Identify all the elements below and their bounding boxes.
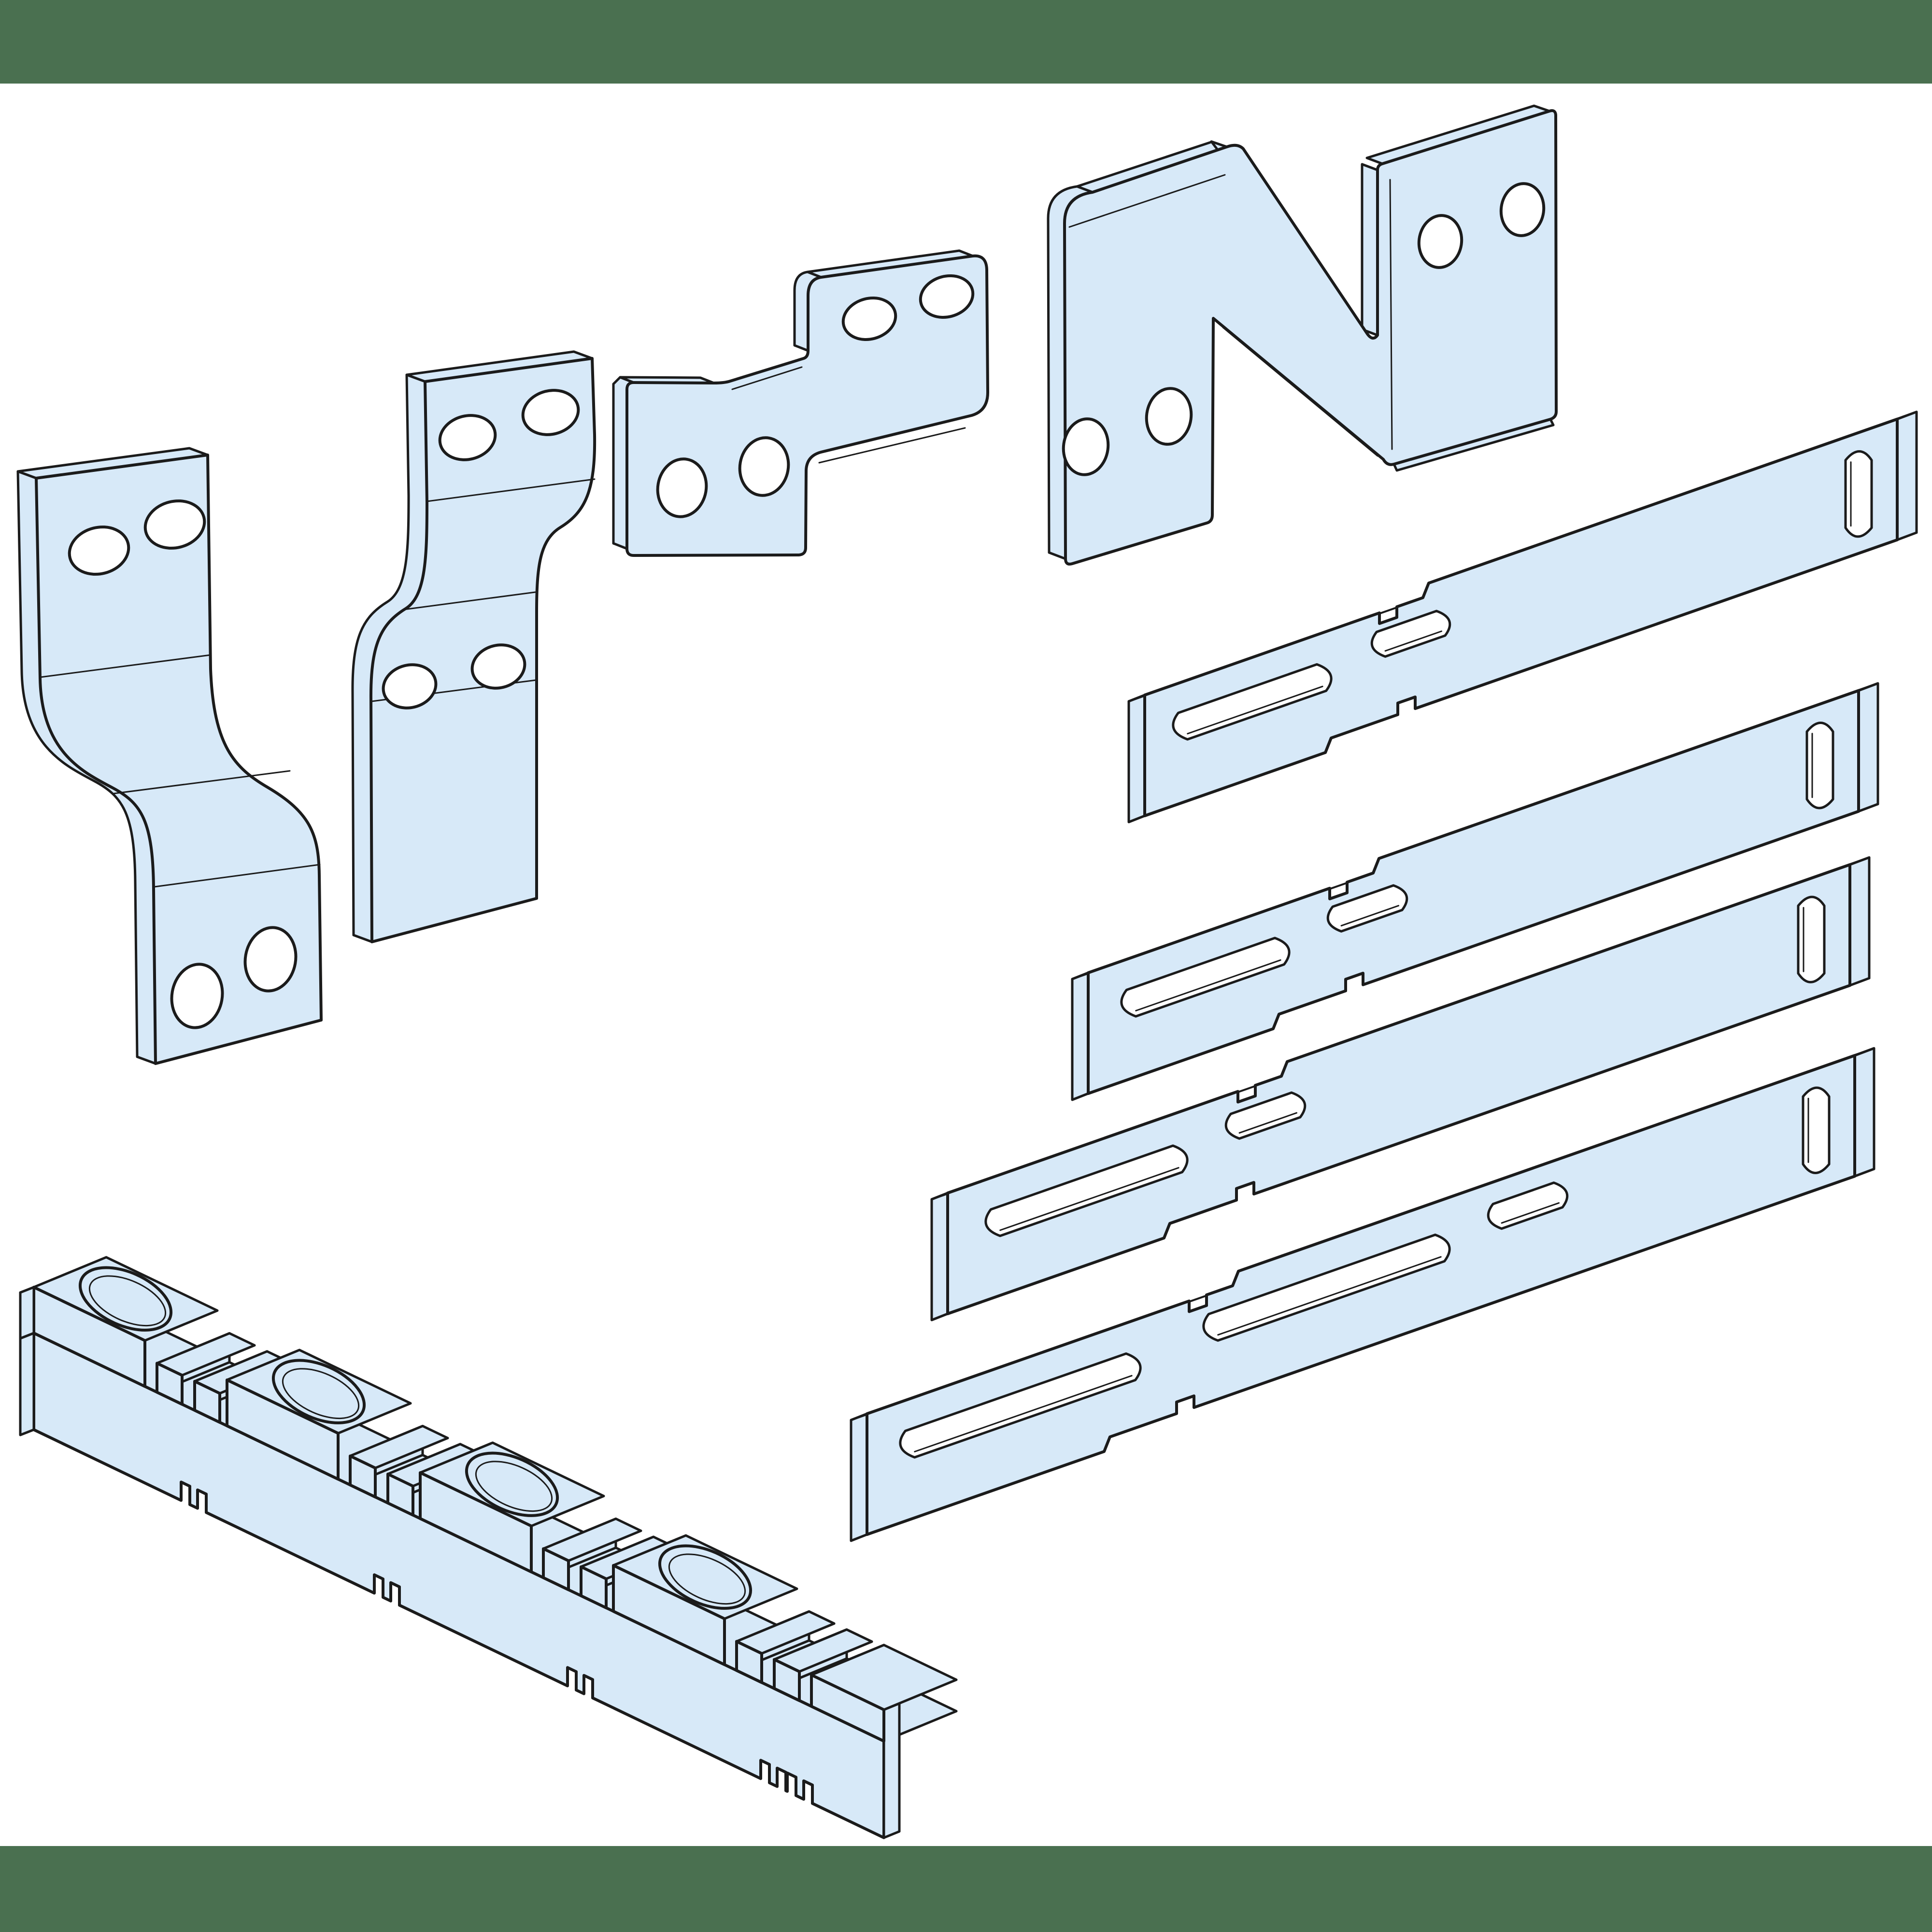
bar-right-end-face: [1848, 856, 1871, 987]
comb-end-block-front-face: [810, 1673, 885, 1743]
bar-long-slot-inner-edge: [914, 1375, 1133, 1453]
bracket-3-front-face: [625, 254, 990, 557]
comb-block-hole-rim: [88, 1275, 167, 1327]
bar-long-slot: [1172, 663, 1333, 741]
bracket-2-hole: [382, 663, 438, 710]
bar-long-slot: [1120, 937, 1291, 1018]
comb-block-hole: [271, 1359, 366, 1424]
bracket-1-hole: [243, 926, 298, 993]
comb-body-end-face: [19, 1332, 35, 1436]
header-band: [0, 0, 1932, 84]
connection-bracket-2: [351, 350, 597, 943]
connection-bracket-1: [16, 447, 323, 1065]
flat-link-bar-1: [1127, 411, 1918, 824]
comb-terminal-block-front-face: [612, 1564, 726, 1666]
bracket-3-hole: [919, 274, 975, 319]
bracket-4-hole: [1417, 214, 1463, 269]
comb-body-end-face: [882, 1702, 901, 1839]
bar-left-end-face: [1127, 694, 1146, 824]
comb-rib-front-face: [386, 1472, 414, 1517]
comb-terminal-block-front-face: [419, 1471, 533, 1574]
comb-rib-front-face: [156, 1362, 184, 1406]
bar-short-slot-inner-edge: [1340, 905, 1400, 927]
comb-busbar-support: [19, 1256, 958, 1839]
bar-short-slot: [1370, 610, 1451, 658]
flat-link-bar-2: [1071, 682, 1879, 1101]
comb-block-hole-rim: [475, 1461, 553, 1512]
bracket-3-hole: [738, 436, 790, 497]
comb-rib-front-face: [580, 1565, 608, 1609]
comb-terminal-block-front-face: [226, 1378, 340, 1481]
bracket-1-hole: [68, 526, 130, 576]
comb-rib-front-face: [349, 1454, 377, 1499]
bar-vertical-slot: [1844, 450, 1873, 538]
footer-band: [0, 1846, 1932, 1932]
bar-long-slot-inner-edge: [1217, 1256, 1442, 1336]
bar-right-end-face: [1896, 411, 1918, 541]
bracket-2-hole: [438, 414, 497, 461]
bar-left-end-face: [930, 1192, 949, 1321]
bar-short-slot-inner-edge: [1501, 1202, 1560, 1224]
bar-long-slot-inner-edge: [1135, 959, 1281, 1012]
bar-short-slot-inner-edge: [1238, 1112, 1298, 1134]
bar-long-slot: [899, 1352, 1142, 1459]
bracket-3-hole: [656, 457, 708, 518]
bar-short-slot: [1326, 884, 1408, 933]
bracket-4-hole: [1499, 182, 1546, 237]
comb-block-hole-rim: [282, 1368, 360, 1420]
bar-vertical-slot: [1805, 722, 1834, 810]
bracket-4-hole: [1145, 387, 1193, 446]
bar-front-face: [1087, 689, 1860, 1095]
bar-short-slot: [1224, 1091, 1307, 1140]
flat-link-bar-3: [930, 856, 1871, 1321]
bracket-4-side-face: [1361, 163, 1379, 337]
bar-vertical-slot: [1797, 895, 1826, 983]
comb-block-hole: [658, 1544, 753, 1610]
bracket-4-hole: [1062, 417, 1110, 476]
bar-right-end-face: [1853, 1047, 1875, 1178]
bar-long-slot: [1202, 1234, 1451, 1342]
bar-left-end-face: [850, 1412, 868, 1542]
bar-front-face: [1143, 417, 1899, 817]
bar-long-slot-inner-edge: [999, 1167, 1179, 1231]
flat-link-bar-4: [850, 1047, 1875, 1542]
bar-front-face: [866, 1054, 1856, 1536]
bracket-2-hole: [470, 643, 526, 690]
bar-front-face: [946, 863, 1851, 1315]
bar-short-slot-inner-edge: [1384, 630, 1443, 652]
comb-rib-front-face: [773, 1658, 801, 1702]
comb-rib-front-face: [542, 1547, 570, 1591]
comb-block-hole: [465, 1451, 559, 1517]
connection-bracket-3: [612, 249, 990, 557]
connection-bracket-4: [1047, 104, 1558, 566]
bar-long-slot: [984, 1144, 1189, 1237]
bar-right-end-face: [1857, 682, 1879, 813]
comb-rib-front-face: [735, 1640, 763, 1684]
bar-vertical-slot: [1802, 1086, 1831, 1174]
bracket-1-hole: [170, 963, 224, 1029]
comb-rib-front-face: [193, 1379, 221, 1424]
bar-long-slot-inner-edge: [1187, 685, 1323, 735]
comb-body-front-face: [32, 1332, 885, 1839]
bracket-1-front-face: [35, 454, 323, 1065]
bracket-2-hole: [521, 389, 580, 436]
comb-block-end-face: [19, 1286, 35, 1340]
comb-block-hole: [78, 1266, 173, 1332]
comb-block-hole-rim: [668, 1553, 746, 1605]
bracket-1-hole: [143, 499, 206, 550]
bar-short-slot: [1487, 1181, 1569, 1230]
bar-left-end-face: [1071, 971, 1090, 1101]
bracket-3-hole: [841, 297, 897, 341]
